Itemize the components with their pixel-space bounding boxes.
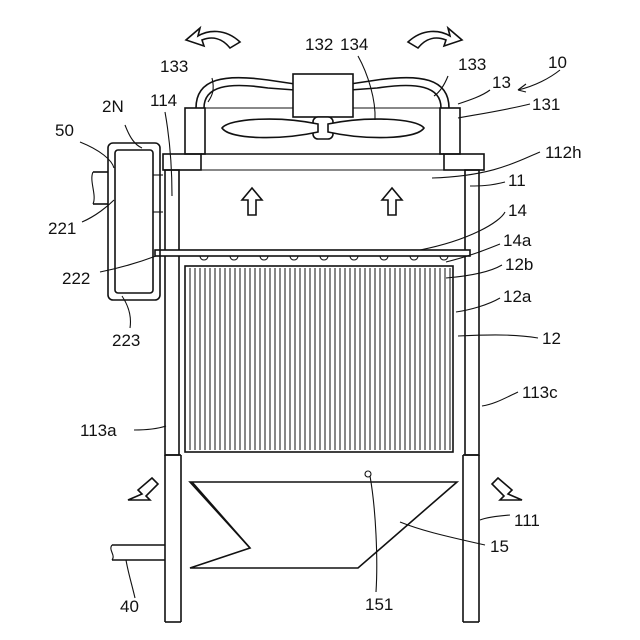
label-10: 10 bbox=[548, 53, 567, 72]
label-113c: 113c bbox=[522, 383, 558, 402]
label-40: 40 bbox=[120, 597, 139, 616]
label-134: 134 bbox=[340, 35, 368, 54]
label-12a: 12a bbox=[503, 287, 532, 306]
label-223: 223 bbox=[112, 331, 140, 350]
core-fins bbox=[190, 268, 450, 450]
side-wall-right bbox=[465, 170, 479, 455]
label-15: 15 bbox=[490, 537, 509, 556]
label-131: 131 bbox=[532, 95, 560, 114]
label-113a: 113a bbox=[80, 421, 117, 440]
exhaust-arrow-right bbox=[408, 28, 462, 48]
label-12: 12 bbox=[542, 329, 561, 348]
top-plate bbox=[163, 154, 484, 170]
air-arrow-up-left bbox=[242, 188, 262, 215]
supply-pipe bbox=[92, 172, 108, 204]
label-111: 111 bbox=[514, 511, 540, 530]
exhaust-arrow-left bbox=[186, 28, 240, 48]
label-14: 14 bbox=[508, 201, 527, 220]
label-2N: 2N bbox=[102, 97, 124, 116]
spray-header bbox=[155, 250, 470, 260]
label-221: 221 bbox=[48, 219, 76, 238]
fan-motor bbox=[293, 74, 353, 117]
label-112h: 112h bbox=[545, 143, 582, 162]
side-wall-left bbox=[165, 170, 179, 455]
label-133-right: 133 bbox=[458, 55, 486, 74]
label-14a: 14a bbox=[503, 231, 532, 250]
label-133-left: 133 bbox=[160, 57, 188, 76]
label-12b: 12b bbox=[505, 255, 533, 274]
label-13: 13 bbox=[492, 73, 511, 92]
label-222: 222 bbox=[62, 269, 90, 288]
label-151: 151 bbox=[365, 595, 393, 614]
label-50: 50 bbox=[55, 121, 74, 140]
air-arrow-up-right bbox=[382, 188, 402, 215]
intake-arrow-left bbox=[128, 478, 158, 500]
label-132: 132 bbox=[305, 35, 333, 54]
intake-arrow-right bbox=[492, 478, 522, 500]
label-11: 11 bbox=[508, 171, 526, 190]
side-tank bbox=[108, 143, 163, 300]
drain-pipe bbox=[111, 545, 165, 560]
drain-pan bbox=[190, 482, 457, 568]
label-114: 114 bbox=[150, 91, 177, 110]
